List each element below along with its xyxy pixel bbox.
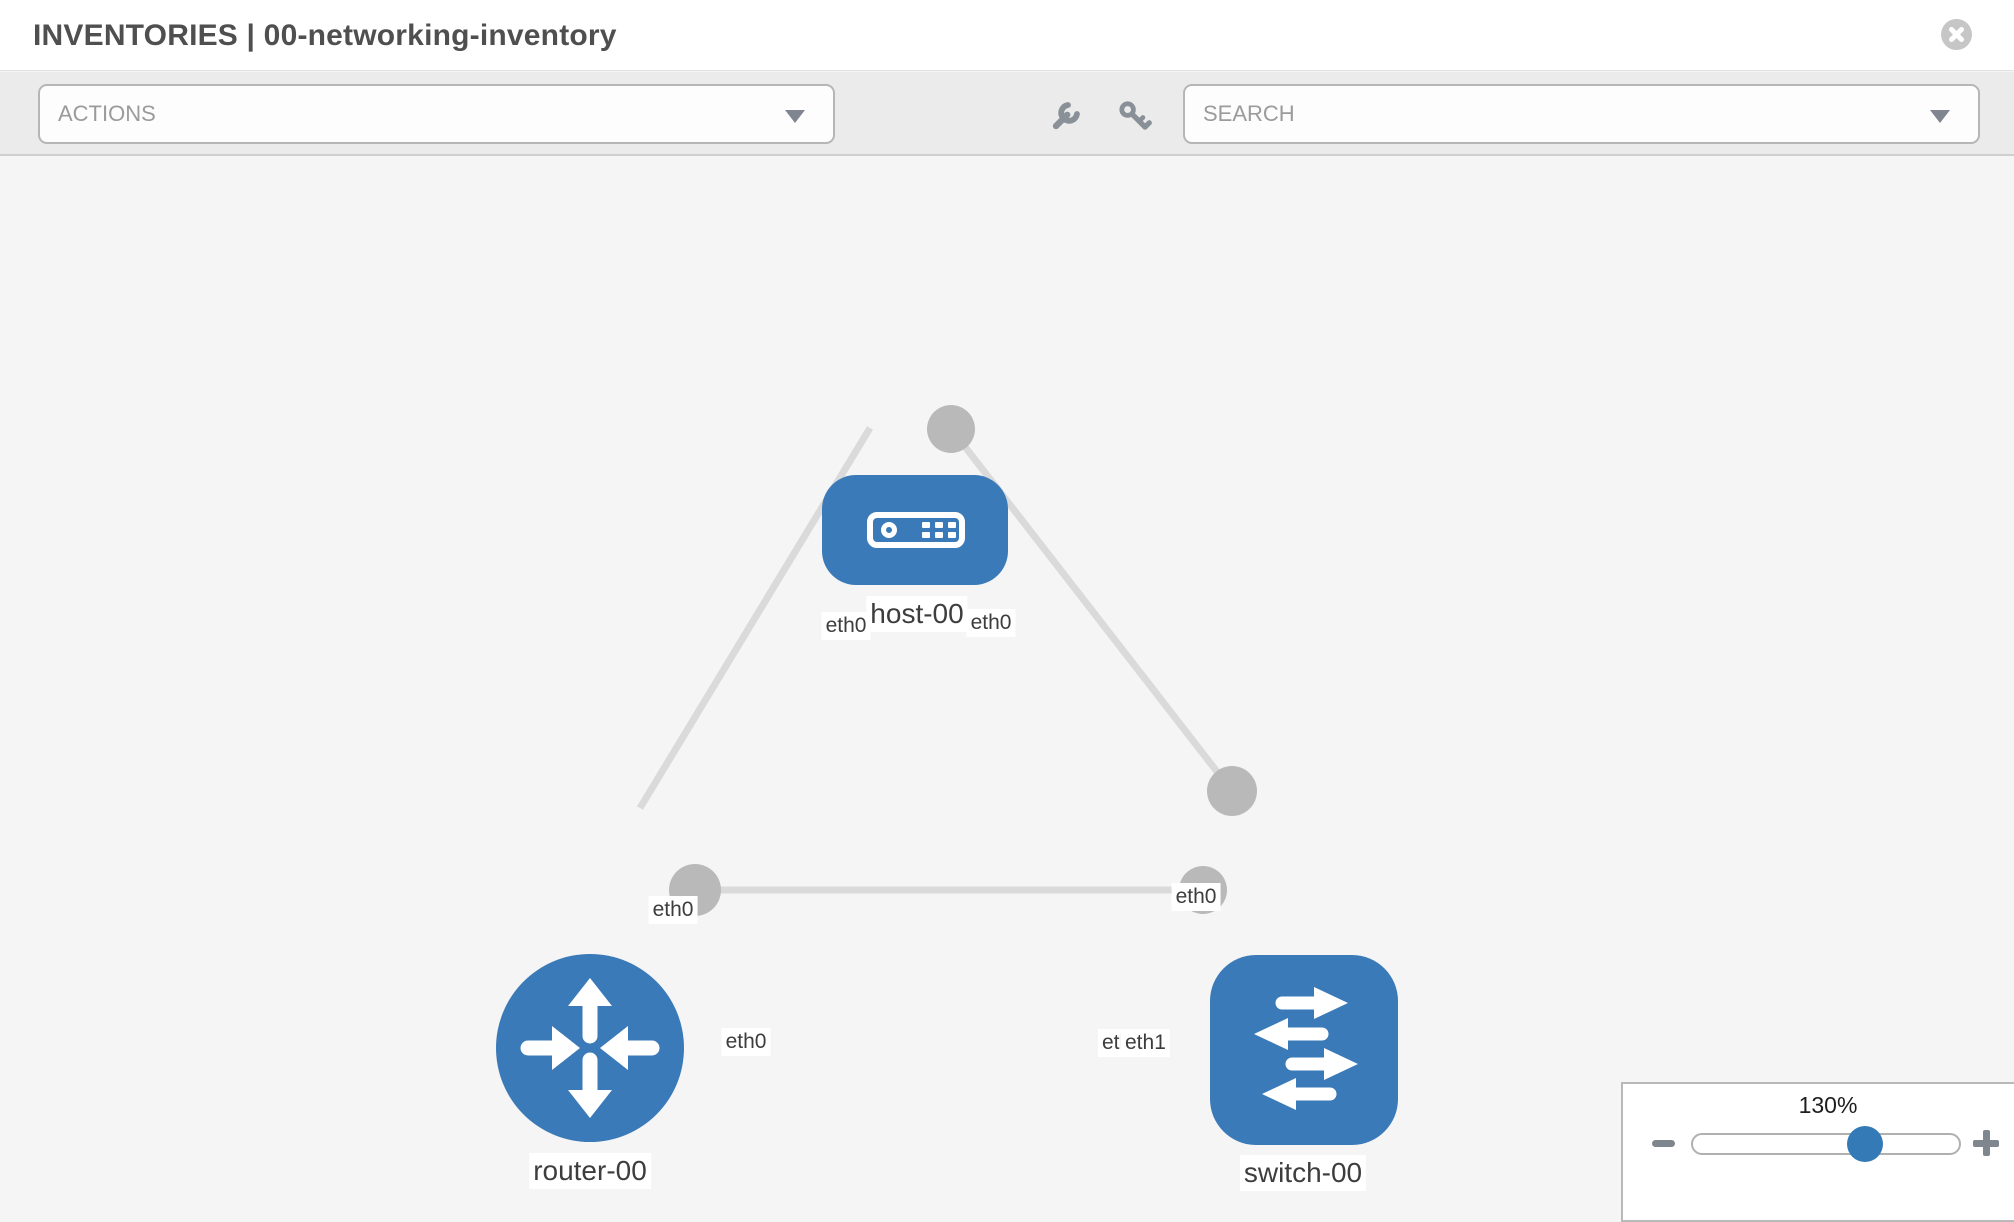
- zoom-slider-thumb[interactable]: [1847, 1126, 1883, 1162]
- port-circle-switch-top[interactable]: [1207, 766, 1257, 816]
- close-button[interactable]: [1941, 19, 1972, 50]
- key-icon[interactable]: [1116, 98, 1154, 136]
- topology-canvas[interactable]: host-00 router-00 switch-00 eth0 eth0 et…: [0, 158, 2014, 1200]
- topology-links-layer: [637, 405, 1257, 916]
- close-icon: [1949, 27, 1964, 42]
- interface-label-router-horiz: eth0: [721, 1028, 771, 1056]
- chevron-down-icon: [785, 110, 805, 123]
- interface-label-switch-left: eth1: [1121, 1029, 1170, 1057]
- host-icon: [867, 512, 965, 548]
- node-label-switch: switch-00: [1239, 1155, 1367, 1191]
- zoom-out-minus-icon[interactable]: [1652, 1140, 1675, 1147]
- interface-label-router-diag: eth0: [648, 896, 698, 924]
- interface-label-host-left: eth0: [821, 612, 871, 640]
- node-label-host: host-00: [866, 596, 968, 632]
- router-icon: [520, 978, 660, 1118]
- chevron-down-icon: [1930, 110, 1950, 123]
- page-title: INVENTORIES | 00-networking-inventory: [33, 19, 617, 52]
- interface-label-host-right: eth0: [966, 609, 1016, 637]
- page-header: INVENTORIES | 00-networking-inventory: [0, 0, 2014, 71]
- plus-icon-horizontal-bar: [1973, 1139, 1999, 1147]
- zoom-slider-track[interactable]: [1691, 1133, 1961, 1155]
- node-host-00[interactable]: [822, 475, 1008, 585]
- toolbar: ACTIONS SEARCH: [0, 72, 2014, 156]
- node-label-router: router-00: [529, 1153, 651, 1189]
- search-dropdown-label: SEARCH: [1203, 101, 1295, 126]
- node-router-00[interactable]: [496, 954, 684, 1142]
- interface-label-switch-top: eth0: [1171, 883, 1221, 911]
- zoom-control-panel: 130%: [1621, 1082, 2014, 1222]
- zoom-in-plus-icon[interactable]: [1973, 1130, 1999, 1156]
- node-switch-00[interactable]: [1210, 955, 1398, 1145]
- zoom-level-value: 130%: [1798, 1092, 1858, 1118]
- port-circle-host[interactable]: [927, 405, 975, 453]
- wrench-icon[interactable]: [1046, 98, 1084, 136]
- actions-dropdown-label: ACTIONS: [58, 101, 156, 126]
- actions-dropdown[interactable]: ACTIONS: [38, 84, 835, 144]
- switch-icon: [1254, 987, 1358, 1110]
- search-dropdown[interactable]: SEARCH: [1183, 84, 1980, 144]
